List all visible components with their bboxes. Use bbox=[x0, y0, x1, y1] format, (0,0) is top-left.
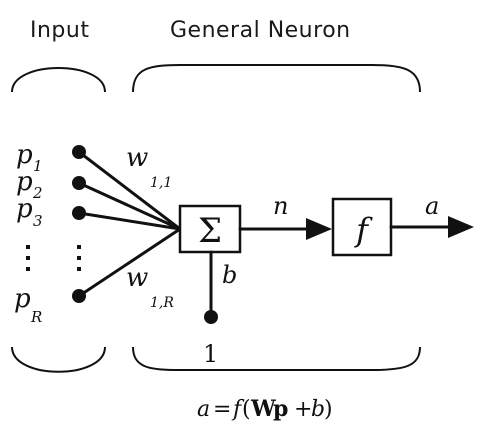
svg-text:p: p bbox=[16, 194, 33, 224]
weight-label-w1R: w 1,R bbox=[126, 263, 174, 311]
input-header: Input bbox=[30, 18, 89, 43]
net-input-label: n bbox=[273, 192, 288, 220]
bias-label: b bbox=[222, 261, 237, 289]
svg-text:): ) bbox=[324, 397, 333, 422]
svg-text:W: W bbox=[250, 396, 276, 422]
bias-node bbox=[204, 310, 218, 324]
neuron-bottom-brace bbox=[132, 346, 421, 371]
input-label-p1: p 1 bbox=[16, 140, 43, 175]
svg-text:a: a bbox=[197, 397, 210, 422]
svg-text:w: w bbox=[126, 143, 148, 173]
input-label-p3: p 3 bbox=[16, 194, 43, 230]
svg-text:=: = bbox=[213, 397, 231, 422]
svg-text:1,1: 1,1 bbox=[150, 175, 172, 191]
input-label-p2: p 2 bbox=[16, 167, 43, 202]
bias-input-label: 1 bbox=[203, 340, 218, 368]
output-label: a bbox=[425, 192, 439, 220]
svg-text:b: b bbox=[311, 397, 325, 422]
transfer-function-box bbox=[331, 197, 393, 257]
neuron-top-brace bbox=[132, 64, 421, 93]
svg-text:1: 1 bbox=[33, 157, 43, 175]
svg-text:p: p bbox=[16, 140, 33, 170]
svg-text:w: w bbox=[126, 263, 148, 293]
svg-text:R: R bbox=[30, 308, 42, 326]
svg-text:2: 2 bbox=[32, 184, 43, 202]
weight-line-1 bbox=[77, 150, 182, 231]
weight-label-w11: w 1,1 bbox=[126, 143, 172, 191]
input-bottom-brace bbox=[11, 346, 106, 373]
input-top-brace bbox=[11, 67, 106, 93]
svg-text:+: + bbox=[294, 397, 312, 422]
svg-text:p: p bbox=[16, 167, 33, 197]
weight-line-2 bbox=[77, 181, 182, 231]
svg-text:3: 3 bbox=[33, 212, 43, 230]
output-equation: a = f ( W p + b ) bbox=[197, 396, 333, 422]
svg-text:(: ( bbox=[242, 397, 251, 422]
net-input-arrowhead bbox=[306, 218, 332, 240]
svg-text:p: p bbox=[273, 396, 288, 422]
input-label-pR: p R bbox=[14, 284, 42, 326]
summation-symbol: Σ bbox=[198, 211, 222, 251]
weight-line-3 bbox=[77, 211, 182, 231]
input-ellipsis bbox=[26, 245, 81, 271]
svg-text:p: p bbox=[14, 284, 31, 314]
weight-line-R bbox=[77, 227, 182, 298]
general-neuron-header: General Neuron bbox=[170, 18, 351, 43]
svg-text:1,R: 1,R bbox=[150, 295, 174, 311]
output-arrowhead bbox=[448, 216, 474, 238]
